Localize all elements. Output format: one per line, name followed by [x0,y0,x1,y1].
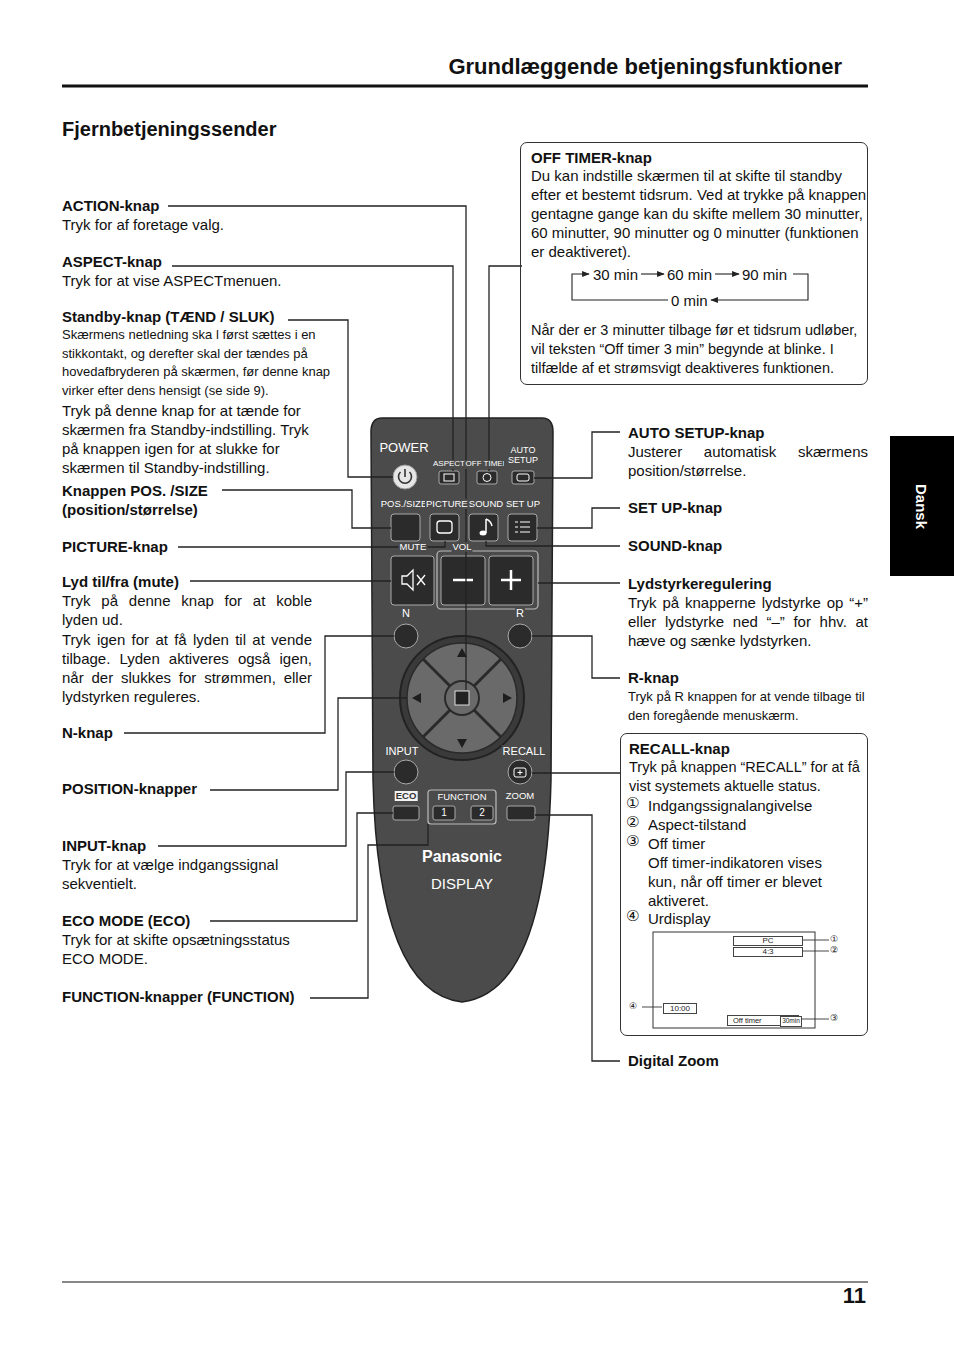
callout-number: ② [830,945,844,956]
callout-heading: ECO MODE (ECO) [62,911,212,930]
page-number: 11 [800,1286,866,1305]
button-label: ASPECT [432,460,466,469]
callout-text: Justerer automatisk skærmens position/st… [628,442,868,480]
callout-text: 60 min [667,265,717,284]
button-label: RECALL [502,745,547,757]
callout-text: 90 min [742,265,792,284]
page-title: Grundlæggende betjeningsfunktioner [448,54,842,80]
callout-text: 30 min [593,265,643,284]
callout-heading: Digital Zoom [628,1051,778,1070]
callout-heading: ASPECT-knap [62,252,262,271]
status-field: 30min Off timer [727,1015,799,1026]
status-screen [653,932,815,1028]
language-tab: Dansk [890,436,954,576]
field-text: Dansk [915,483,930,528]
button-label: 2 [478,807,486,818]
button-label: INPUT [385,745,420,757]
button-label: SET UP [505,499,541,509]
status-field: PC [733,936,803,946]
callout-heading: Lyd til/fra (mute) [62,572,192,591]
callout-number: ④ [626,907,646,925]
info-box: PC 4:3 10:00 30min Off timer RECALL-knapTryk … [620,733,868,1036]
box-text: Off timer-indikatoren vises kun, når off… [648,853,843,910]
header-rule [62,85,868,88]
callout-heading: AUTO SETUP-knap [628,423,848,442]
button-label: POS./SIZE [380,499,428,509]
button-label: ZOOM [505,791,536,801]
button-label: OFF TIMER [465,460,510,469]
callout-text: Tryk igen for at få lyden til at vende t… [62,630,312,706]
button-label: DISPLAY [430,876,494,893]
button-label: MUTE [399,542,428,552]
callout-heading: PICTURE-knap [62,537,192,556]
callout-text: Tryk for at skifte opsætningsstatus ECO … [62,930,312,968]
callout-number: ② [626,813,646,831]
field-text: 10:00 [670,1005,690,1013]
callout-text: Tryk på denne knap for at tænde for skær… [62,401,324,477]
callout-heading: N-knap [62,723,122,742]
button-label: SOUND [468,499,504,509]
info-box: OFF TIMER-knapDu kan indstille skærmen t… [520,142,868,385]
callout-heading: Standby-knap (TÆND / SLUK) [62,307,302,326]
status-field: 30min [780,1016,802,1027]
field-text: Off timer [733,1017,762,1025]
brand-logo: Panasonic [421,848,503,866]
box-text: Når der er 3 minutter tilbage før et tid… [531,321,867,378]
box-text: Tryk på knappen “RECALL” for at få vist … [629,758,867,796]
callout-heading: Lydstyrkeregulering [628,574,848,593]
callout-text: Tryk for af foretage valg. [62,215,342,234]
button-label: ECO [395,791,418,801]
callout-number: ① [626,794,646,812]
display-leaders [642,940,829,1019]
callout-heading: SOUND-knap [628,536,778,555]
button-label: VOL [451,542,472,552]
button-label: FUNCTION [436,792,487,802]
button-label: R [515,607,525,619]
callout-heading: R-knap [628,668,728,687]
field-text: 4:3 [762,948,773,956]
callout-number: ④ [629,1001,643,1012]
box-text: Urdisplay [648,909,863,928]
callout-note: Skærmens netledning ska l først sættes i… [62,326,347,400]
remote-body [371,418,553,1002]
callout-heading: POSITION-knapper [62,779,212,798]
field-text: PC [762,937,773,945]
callout-text: 0 min [671,291,716,310]
callout-heading: ACTION-knap [62,196,262,215]
button-label: AUTO SETUP [504,446,542,466]
status-field: 10:00 [663,1003,697,1014]
callout-number: ③ [626,832,646,850]
callout-heading: Fjernbetjeningssender [62,120,362,139]
button-label: 1 [440,807,448,818]
callout-heading: SET UP-knap [628,498,778,517]
callout-number: ③ [830,1013,844,1024]
box-heading: OFF TIMER-knap [531,148,861,167]
callout-number: ① [830,934,844,945]
callout-text: Tryk på denne knap for at koble lyden ud… [62,591,312,629]
callout-text: Tryk for at vise ASPECTmenuen. [62,271,342,290]
button-label: N [401,607,411,619]
callout-note: Tryk på R knappen for at vende tilbage t… [628,688,878,725]
button-label: POWER [378,441,429,455]
callout-heading: FUNCTION-knapper (FUNCTION) [62,987,312,1006]
box-text: Off timer [648,834,863,853]
box-text: Du kan indstille skærmen til at skifte t… [531,166,867,261]
button-label: PICTURE [425,499,467,509]
callout-heading: Knappen POS. /SIZE (position/størrelse) [62,481,227,519]
box-heading: RECALL-knap [629,739,865,758]
footer-rule [62,1282,868,1283]
box-text: Aspect-tilstand [648,815,863,834]
callout-heading: INPUT-knap [62,836,162,855]
callout-text: Tryk på knapperne lydstyrke op “+” eller… [628,593,868,650]
status-field: 4:3 [733,947,803,957]
box-text: Indgangssignalangivelse [648,796,863,815]
callout-text: Tryk for at vælge indgangssignal sekvent… [62,855,312,893]
field-text: 30min [782,1018,800,1025]
